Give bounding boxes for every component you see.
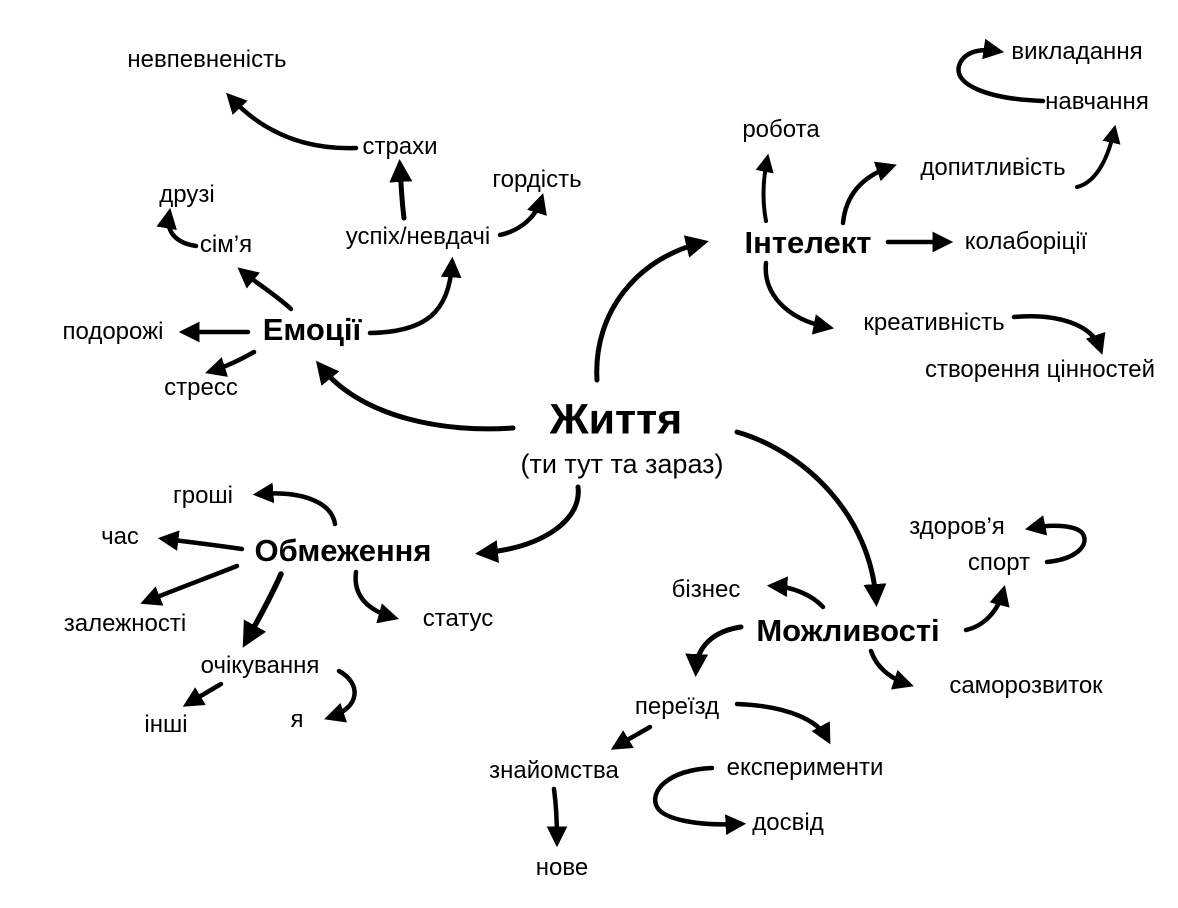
edge-intelekt-robota — [755, 153, 774, 223]
node-zhyttia-subtitle: (ти тут та зараз) — [520, 449, 724, 480]
node-kolaboritsii: колаборіції — [964, 227, 1088, 255]
node-chas: час — [101, 522, 139, 550]
node-stvorennia: створення цінностей — [924, 355, 1156, 383]
edge-obmezhennia-ochikuvannia — [242, 571, 284, 648]
node-biznes: бізнес — [671, 575, 741, 603]
node-znaiomstva: знайомства — [489, 756, 619, 784]
edge-obmezhennia-zalezhnosti — [140, 563, 240, 606]
edge-zhyttia-obmezhennia — [474, 484, 581, 564]
edge-emotsii-stress — [205, 349, 257, 377]
edge-dopytlyvist-navchannia — [1075, 124, 1121, 189]
edge-mozhlyvosti-pereizd — [685, 624, 744, 678]
edge-obmezhennia-status — [353, 569, 399, 624]
node-stress: стресс — [164, 373, 238, 401]
node-eksperymenty: експерименти — [726, 753, 884, 781]
node-inshi: інші — [144, 710, 188, 738]
node-podorozhi: подорожі — [62, 317, 164, 345]
node-status: статус — [422, 604, 494, 632]
node-emotsii: Емоції — [262, 311, 362, 347]
edge-intelekt-dopytlyvist — [840, 161, 897, 226]
node-hroshi: гроші — [172, 481, 234, 509]
edge-eksperymenty-dosvid — [653, 765, 747, 836]
edge-mozhlyvosti-biznes — [766, 576, 826, 610]
edge-znaiomstva-nove — [546, 786, 568, 848]
edge-uspikh-strakhy — [389, 158, 413, 221]
node-mozhlyvosti: Можливості — [756, 612, 940, 648]
node-dosvid: досвід — [752, 808, 824, 836]
edge-intelekt-kreatyvnist — [763, 260, 835, 335]
edge-mozhlyvosti-sport — [963, 584, 1010, 633]
node-sport: спорт — [967, 548, 1031, 576]
node-vykladannia: викладання — [1011, 37, 1143, 65]
edge-zhyttia-mozhlyvosti — [734, 429, 887, 608]
node-navchannia: навчання — [1045, 87, 1149, 115]
edge-kreatyvnist-stvorennia — [1011, 314, 1106, 355]
edge-ochikuvannia-ya — [324, 668, 357, 723]
edge-uspikh-hordist — [497, 193, 547, 238]
node-obmezhennia: Обмеження — [254, 532, 432, 568]
edge-emotsii-simia — [237, 267, 294, 312]
node-simia: сім’я — [199, 230, 253, 258]
edge-sport-zdorovia — [1024, 515, 1087, 565]
node-zalezhnosti: залежності — [63, 609, 187, 637]
node-kreatyvnist: креативність — [863, 308, 1005, 336]
node-dopytlyvist: допитливість — [920, 153, 1066, 181]
edge-navchannia-vykladannia — [956, 38, 1046, 104]
node-uspikh: успіх/невдачі — [345, 222, 491, 250]
node-nove: нове — [535, 853, 589, 881]
edge-obmezhennia-hroshi — [252, 482, 338, 527]
node-zdorovia: здоров’я — [909, 512, 1005, 540]
node-samorozvytok: саморозвиток — [949, 671, 1103, 699]
node-intelekt: Інтелект — [744, 224, 872, 260]
node-robota: робота — [742, 115, 820, 143]
node-strakhy: страхи — [362, 132, 438, 160]
edge-simia-druzi — [156, 207, 199, 249]
edge-zhyttia-intelekt — [594, 235, 709, 383]
node-nevpevnenist: невпевненість — [127, 45, 287, 73]
node-hordist: гордість — [492, 165, 582, 193]
node-druzi: друзі — [159, 180, 215, 208]
node-ochikuvannia: очікування — [200, 651, 320, 679]
node-ya: я — [290, 705, 304, 733]
node-pereizd: переїзд — [634, 692, 720, 720]
node-zhyttia: Життя — [549, 395, 683, 444]
edge-ochikuvannia-inshi — [182, 681, 224, 707]
edge-pereizd-eksperymenty — [734, 701, 831, 745]
edge-pereizd-znaiomstva — [610, 724, 653, 750]
edge-strakhy-nevpevnenist — [226, 92, 359, 151]
edge-mozhlyvosti-samorozvytok — [868, 648, 914, 690]
edge-obmezhennia-chas — [157, 530, 245, 552]
edge-zhyttia-emotsii — [315, 360, 516, 432]
edge-emotsii-uspikh — [367, 256, 462, 336]
